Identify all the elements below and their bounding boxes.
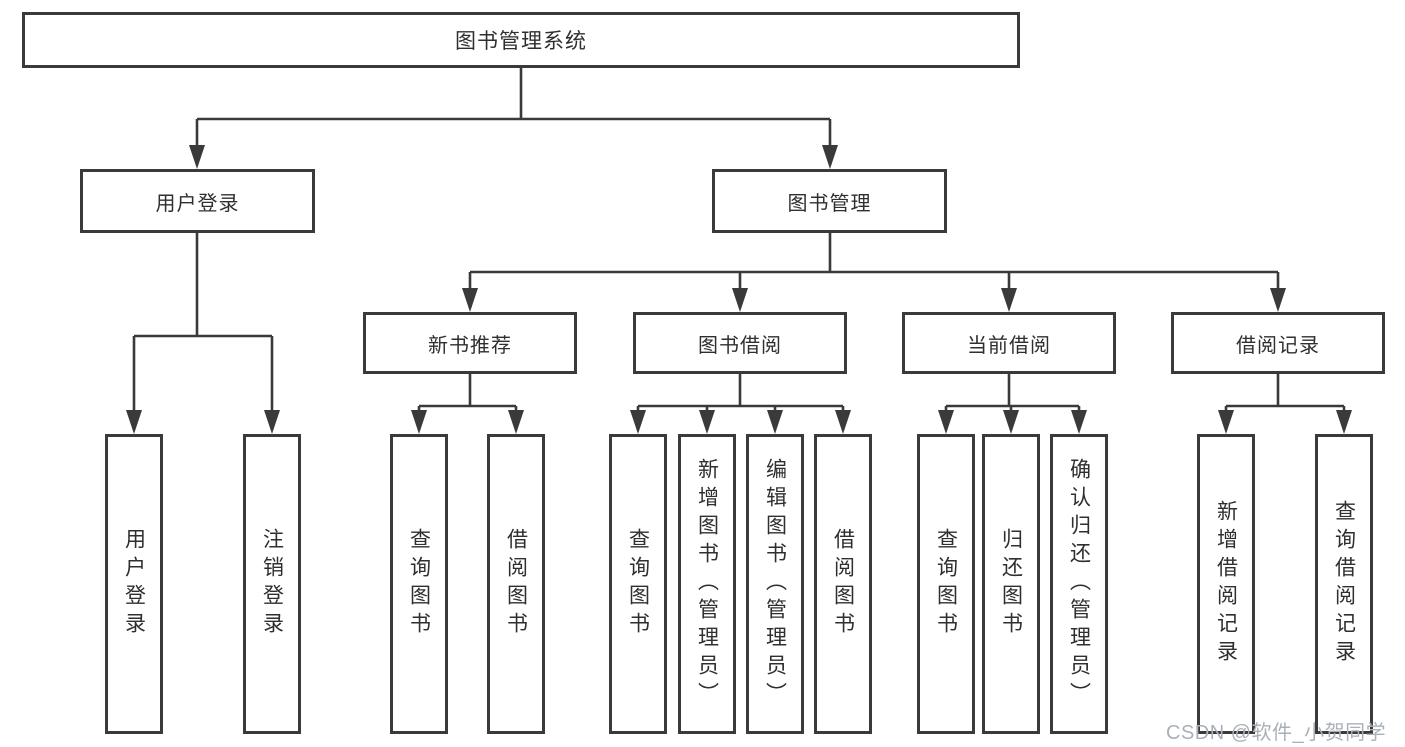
node-book-management: 图书管理	[712, 169, 947, 233]
leaf-query-borrow-record: 查询借阅记录	[1315, 434, 1373, 734]
node-library-management-system: 图书管理系统	[22, 12, 1020, 68]
connector-newbook-to-leaves	[417, 374, 518, 430]
arrow-icon	[1270, 288, 1286, 312]
arrow-icon	[1218, 410, 1234, 434]
connector-bookmgmt-to-level3	[468, 233, 1280, 308]
leaf-confirm-return-admin: 确认归还（管理员）	[1050, 434, 1108, 734]
connector-userlogin-to-leaves	[132, 233, 274, 430]
leaf-add-book-admin: 新增图书（管理员）	[678, 434, 736, 734]
arrow-icon	[822, 145, 838, 169]
arrow-icon	[189, 145, 205, 169]
node-book-borrow: 图书借阅	[633, 312, 847, 374]
leaf-return-books: 归还图书	[982, 434, 1040, 734]
connector-records-to-leaves	[1224, 374, 1346, 430]
leaf-query-books-newbook: 查询图书	[390, 434, 448, 734]
arrow-icon	[411, 410, 427, 434]
watermark-text: CSDN @软件_小贺同学	[1166, 722, 1387, 744]
arrow-icon	[1071, 410, 1087, 434]
leaf-query-books-borrow: 查询图书	[609, 434, 667, 734]
leaf-edit-book-admin: 编辑图书（管理员）	[746, 434, 804, 734]
node-user-login: 用户登录	[80, 169, 315, 233]
arrow-icon	[1336, 410, 1352, 434]
leaf-logout: 注销登录	[243, 434, 301, 734]
leaf-add-borrow-record: 新增借阅记录	[1197, 434, 1255, 734]
arrow-icon	[462, 288, 478, 312]
leaf-user-login: 用户登录	[105, 434, 163, 734]
arrow-icon	[1001, 288, 1017, 312]
arrow-icon	[767, 410, 783, 434]
leaf-query-books-current: 查询图书	[917, 434, 975, 734]
node-new-book-recommend: 新书推荐	[363, 312, 577, 374]
connector-root-to-level2	[195, 67, 832, 165]
arrow-icon	[264, 410, 280, 434]
arrow-icon	[508, 410, 524, 434]
arrow-icon	[938, 410, 954, 434]
arrow-icon	[699, 410, 715, 434]
leaf-borrow-books-newbook: 借阅图书	[487, 434, 545, 734]
connector-borrow-to-leaves	[636, 374, 845, 430]
arrow-icon	[732, 288, 748, 312]
arrowheads	[126, 145, 1352, 434]
node-current-borrow: 当前借阅	[902, 312, 1116, 374]
arrow-icon	[835, 410, 851, 434]
arrow-icon	[630, 410, 646, 434]
node-borrow-records: 借阅记录	[1171, 312, 1385, 374]
arrow-icon	[126, 410, 142, 434]
leaf-borrow-books-borrow: 借阅图书	[814, 434, 872, 734]
arrow-icon	[1003, 410, 1019, 434]
